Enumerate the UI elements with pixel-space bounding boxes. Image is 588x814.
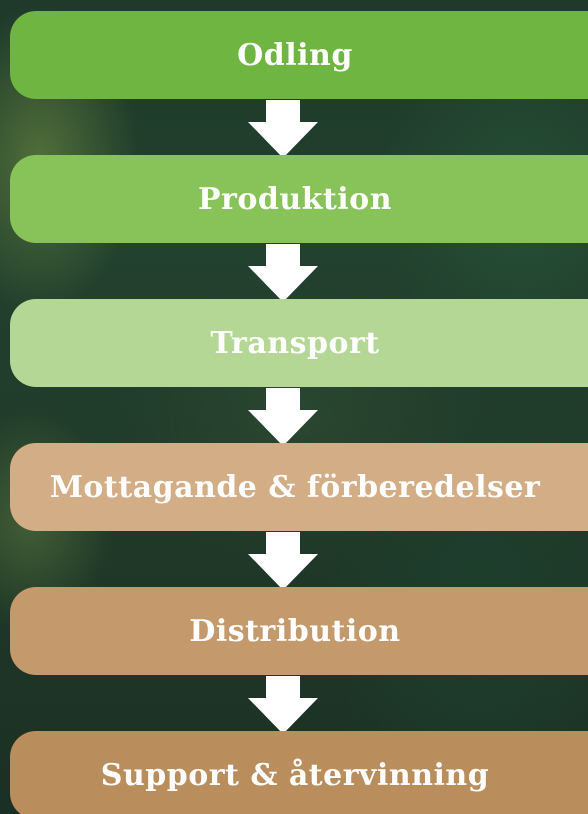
step-mottagande: Mottagande & förberedelser — [10, 443, 588, 531]
step-label: Transport — [210, 325, 380, 361]
arrow-down-icon — [248, 676, 318, 734]
step-label: Support & återvinning — [100, 757, 490, 793]
step-distribution: Distribution — [10, 587, 588, 675]
step-support: Support & återvinning — [10, 731, 588, 814]
step-label: Mottagande & förberedelser — [49, 469, 541, 505]
arrow-down-icon — [248, 388, 318, 446]
arrow-down-icon — [248, 100, 318, 158]
step-odling: Odling — [10, 11, 588, 99]
step-label: Produktion — [197, 181, 393, 217]
arrow-down-icon — [248, 244, 318, 302]
step-label: Odling — [237, 37, 353, 73]
step-transport: Transport — [10, 299, 588, 387]
step-label: Distribution — [189, 613, 401, 649]
step-produktion: Produktion — [10, 155, 588, 243]
arrow-down-icon — [248, 532, 318, 590]
